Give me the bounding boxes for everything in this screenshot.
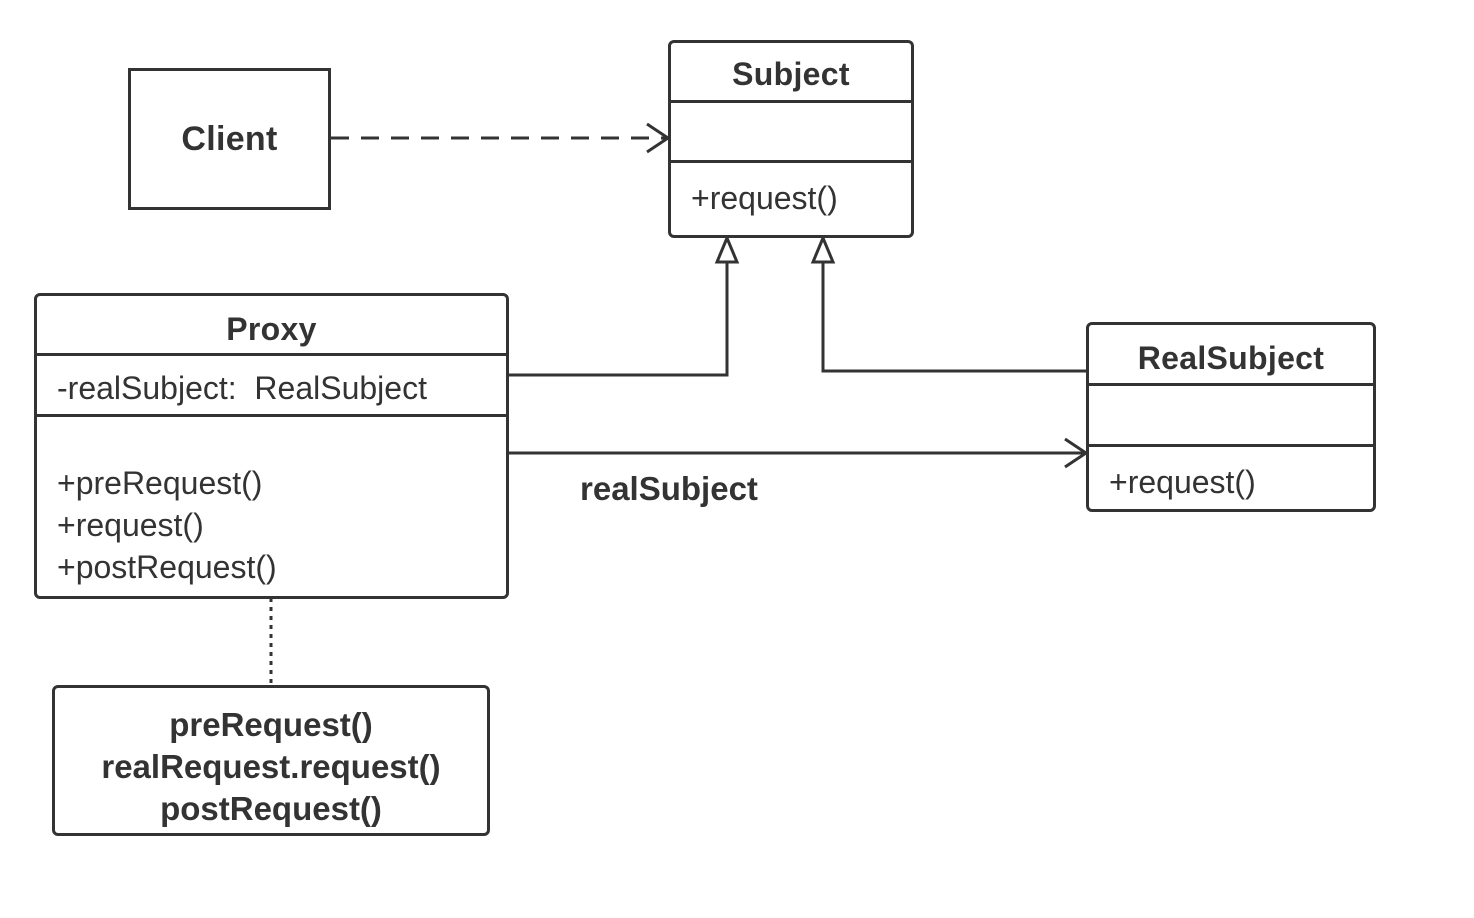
implementation-note: preRequest() realRequest.request() postR… <box>52 685 490 836</box>
subject-operation: +request() <box>691 180 838 216</box>
proxy-subject-realization <box>508 234 740 377</box>
association-label: realSubject <box>580 470 758 507</box>
proxy-realsubject-association <box>508 437 1089 469</box>
proxy-class-name: Proxy <box>37 296 506 356</box>
subject-attributes-compartment <box>671 103 911 163</box>
proxy-operation: +postRequest() <box>57 549 277 585</box>
proxy-attribute: -realSubject: RealSubject <box>57 370 427 406</box>
realsubject-subject-realization <box>810 234 1087 373</box>
client-box: Client <box>128 68 331 210</box>
realsubject-operation: +request() <box>1109 464 1256 500</box>
proxy-operations: +preRequest() +request() +postRequest() <box>37 417 506 588</box>
realsubject-realization-triangle <box>810 234 836 264</box>
proxy-attributes-compartment: -realSubject: RealSubject <box>37 356 506 417</box>
realsubject-operations: +request() <box>1089 447 1373 503</box>
proxy-operation: +request() <box>57 507 204 543</box>
note-line: preRequest() <box>169 706 373 743</box>
subject-class: Subject +request() <box>668 40 914 238</box>
realsubject-realization-line <box>821 262 1087 373</box>
client-subject-dependency <box>331 122 671 154</box>
subject-operations: +request() <box>671 163 911 219</box>
proxy-realization-triangle <box>714 234 740 264</box>
proxy-operation: +preRequest() <box>57 465 263 501</box>
realsubject-class-name: RealSubject <box>1089 325 1373 386</box>
subject-class-name: Subject <box>671 43 911 103</box>
realsubject-attributes-compartment <box>1089 386 1373 447</box>
note-line: realRequest.request() <box>101 748 441 785</box>
proxy-class: Proxy -realSubject: RealSubject +preRequ… <box>34 293 509 599</box>
proxy-realization-line <box>508 262 729 377</box>
realsubject-class: RealSubject +request() <box>1086 322 1376 512</box>
client-label: Client <box>181 119 278 158</box>
note-line: postRequest() <box>160 790 382 827</box>
